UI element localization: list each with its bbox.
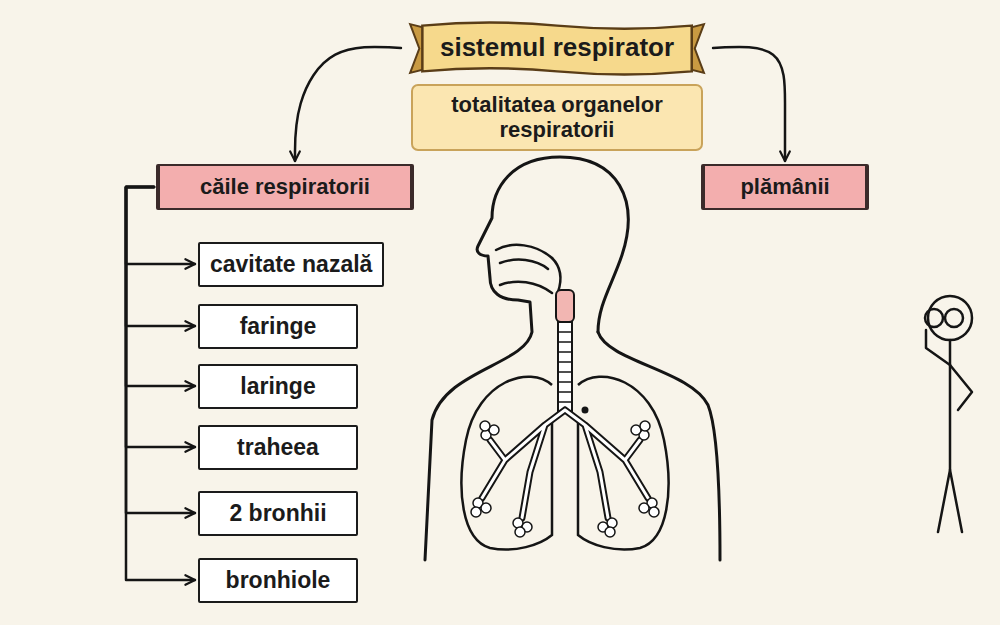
scroll-body [422, 22, 691, 74]
node-text: plămânii [721, 174, 849, 200]
connector-arrow [295, 47, 401, 161]
mouth-cavity [500, 282, 552, 293]
trachea-ring [558, 331, 572, 333]
node-text: faringe [240, 313, 317, 340]
definition-box: totalitatea organelor respiratorii [411, 84, 703, 151]
bronchus [482, 410, 648, 518]
alveolus [640, 421, 650, 431]
organ-box: 2 bronhii [198, 491, 358, 536]
connector-arrow [126, 187, 195, 447]
category-box: căile respiratorii [156, 164, 414, 210]
trachea-ring [558, 341, 572, 343]
alveolus [481, 503, 491, 513]
stick-figure-glasses [945, 309, 963, 327]
stick-figure-legs [938, 470, 962, 532]
connector-arrow [126, 187, 195, 580]
trachea-ring [558, 381, 572, 383]
trachea-ring [558, 351, 572, 353]
bronchus [482, 410, 648, 518]
alveolus [480, 421, 490, 431]
node-text: traheea [237, 434, 319, 461]
trachea-ring [558, 401, 572, 403]
body-silhouette [598, 332, 720, 560]
trachea-ring [558, 391, 572, 393]
alveolus [515, 527, 525, 537]
node-text: cavitate nazală [210, 251, 372, 278]
trachea-ring [558, 361, 572, 363]
stick-figure-body [949, 340, 952, 470]
node-text: 2 bronhii [229, 500, 326, 527]
trachea-ring [558, 371, 572, 373]
stick-figure-glasses [925, 309, 943, 327]
pharynx [552, 258, 560, 292]
organ-box: cavitate nazală [198, 242, 384, 287]
node-text: laringe [240, 373, 315, 400]
nasal-cavity [500, 260, 548, 269]
alveolus [471, 507, 481, 517]
organ-box: faringe [198, 304, 358, 349]
stick-figure-arm [950, 365, 972, 410]
stick-figure-arm [926, 330, 950, 365]
organ-box: bronhiole [198, 558, 358, 603]
nasal-cavity [496, 245, 552, 258]
node-text: căile respiratorii [176, 174, 394, 200]
connector-arrow [126, 187, 195, 386]
trachea [558, 322, 572, 412]
category-box: plămânii [701, 164, 869, 210]
connector-arrow [713, 47, 785, 161]
larynx [556, 290, 574, 322]
connector-arrow [126, 187, 195, 513]
alveolus [639, 503, 649, 513]
node-text: totalitatea organelor respiratorii [425, 92, 689, 143]
title-banner: sistemul respirator [404, 18, 710, 79]
alveolus [649, 507, 659, 517]
organ-box: traheea [198, 425, 358, 470]
alveolus [605, 527, 615, 537]
stick-figure-head [928, 296, 972, 340]
organ-box: laringe [198, 364, 358, 409]
node-text: bronhiole [226, 567, 331, 594]
node-text: sistemul respirator [440, 32, 674, 63]
